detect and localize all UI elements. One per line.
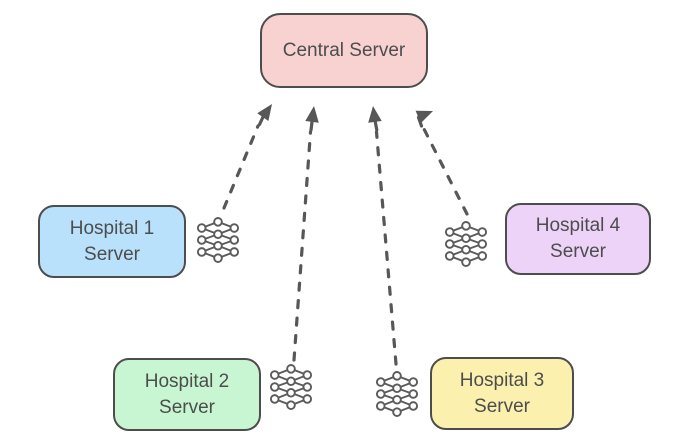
neural-network-icon-hospital-2 [269, 364, 313, 410]
arrow-stub [373, 120, 379, 132]
arrow-hospital4-to-central [415, 110, 469, 216]
arrowhead-icon [368, 106, 382, 123]
arrowhead-icon [305, 106, 319, 123]
hospital-2-label-line1: Hospital 2 [144, 370, 230, 392]
hospital-2-server-node: Hospital 2 Server [113, 358, 261, 431]
arrow-stub [257, 115, 265, 127]
hospital-4-server-node: Hospital 4 Server [505, 203, 651, 275]
arrow-stub [309, 120, 314, 132]
neural-network-icon-hospital-3 [375, 371, 419, 417]
central-server-label: Central Server [282, 39, 406, 61]
arrowhead-icon [257, 104, 272, 122]
neural-network-icon-hospital-4 [444, 221, 488, 267]
hospital-3-server-node: Hospital 3 Server [430, 357, 574, 430]
arrow-shaft [374, 130, 398, 366]
hospital-4-label-line1: Hospital 4 [535, 215, 621, 236]
hospital-1-server-node: Hospital 1 Server [38, 205, 186, 278]
neural-network-icon-hospital-1 [196, 217, 240, 263]
arrow-hospital1-to-central [222, 104, 272, 210]
arrow-hospital2-to-central [292, 106, 319, 362]
arrow-shaft [222, 124, 260, 210]
central-server-node: Central Server [260, 13, 428, 88]
hospital-2-label-line2: Server [159, 396, 215, 418]
arrowhead-icon [415, 110, 433, 124]
arrow-hospital3-to-central [368, 106, 398, 366]
arrow-shaft [292, 130, 313, 362]
hospital-4-label-line2: Server [550, 241, 606, 262]
hospital-1-label-line1: Hospital 1 [69, 217, 155, 239]
hospital-3-label-line1: Hospital 3 [459, 369, 545, 391]
hospital-3-label-line2: Server [474, 395, 530, 417]
arrow-shaft [421, 126, 469, 216]
hospital-1-label-line2: Server [84, 243, 140, 265]
